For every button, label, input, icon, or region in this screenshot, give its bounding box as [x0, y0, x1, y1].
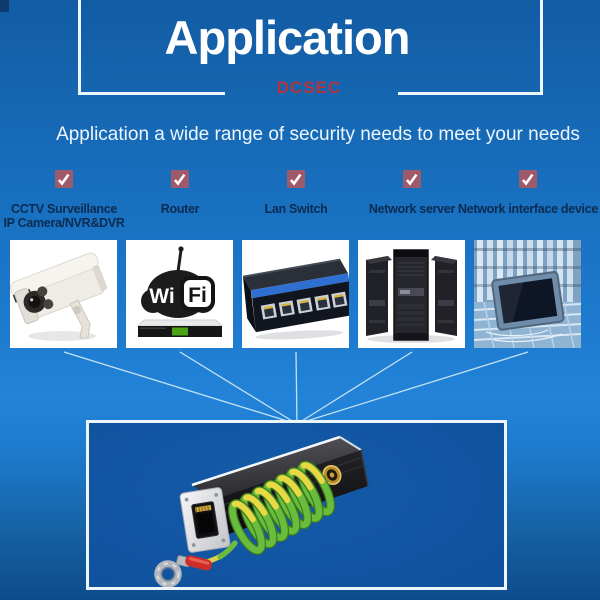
checkmark-icon	[519, 170, 537, 188]
column-router: Router Wi Fi	[122, 170, 238, 380]
title-frame-left	[78, 0, 81, 95]
page-title: Application	[164, 11, 411, 64]
checkmark-icon	[403, 170, 421, 188]
surge-protector-photo	[154, 435, 369, 587]
column-label: Network server	[368, 202, 456, 216]
wifi-router-photo: Wi Fi	[126, 240, 233, 348]
wifi-logo: Wi Fi	[141, 270, 215, 318]
column-lan-switch: Lan Switch	[238, 170, 354, 380]
svg-text:Fi: Fi	[188, 284, 207, 307]
column-network-server: Network server	[354, 170, 470, 380]
lan-switch-photo	[242, 240, 349, 348]
column-label: Network interface device	[457, 202, 599, 216]
ring-terminal	[176, 555, 212, 571]
title-frame-bottom-right	[398, 92, 543, 95]
title-frame-bottom-left	[78, 92, 225, 95]
network-server-photo	[358, 240, 465, 348]
product-panel	[86, 420, 507, 590]
column-network-interface-device: Network interface device	[458, 170, 598, 380]
column-label: Router	[160, 202, 200, 216]
title-frame-right	[540, 0, 543, 95]
svg-text:Wi: Wi	[149, 285, 174, 308]
network-interface-device-photo	[474, 240, 581, 348]
grounding-coil	[227, 460, 336, 555]
brand-text: DCSEC	[276, 78, 342, 97]
column-label: Lan Switch	[264, 202, 328, 216]
cctv-camera-photo	[10, 240, 117, 348]
corner-artifact	[0, 0, 9, 12]
checkmark-icon	[171, 170, 189, 188]
subtitle: Application a wide range of security nee…	[56, 124, 580, 145]
checkmark-icon	[55, 170, 73, 188]
checkmark-icon	[287, 170, 305, 188]
connector-lines	[63, 351, 529, 425]
rj45-port	[179, 487, 231, 553]
